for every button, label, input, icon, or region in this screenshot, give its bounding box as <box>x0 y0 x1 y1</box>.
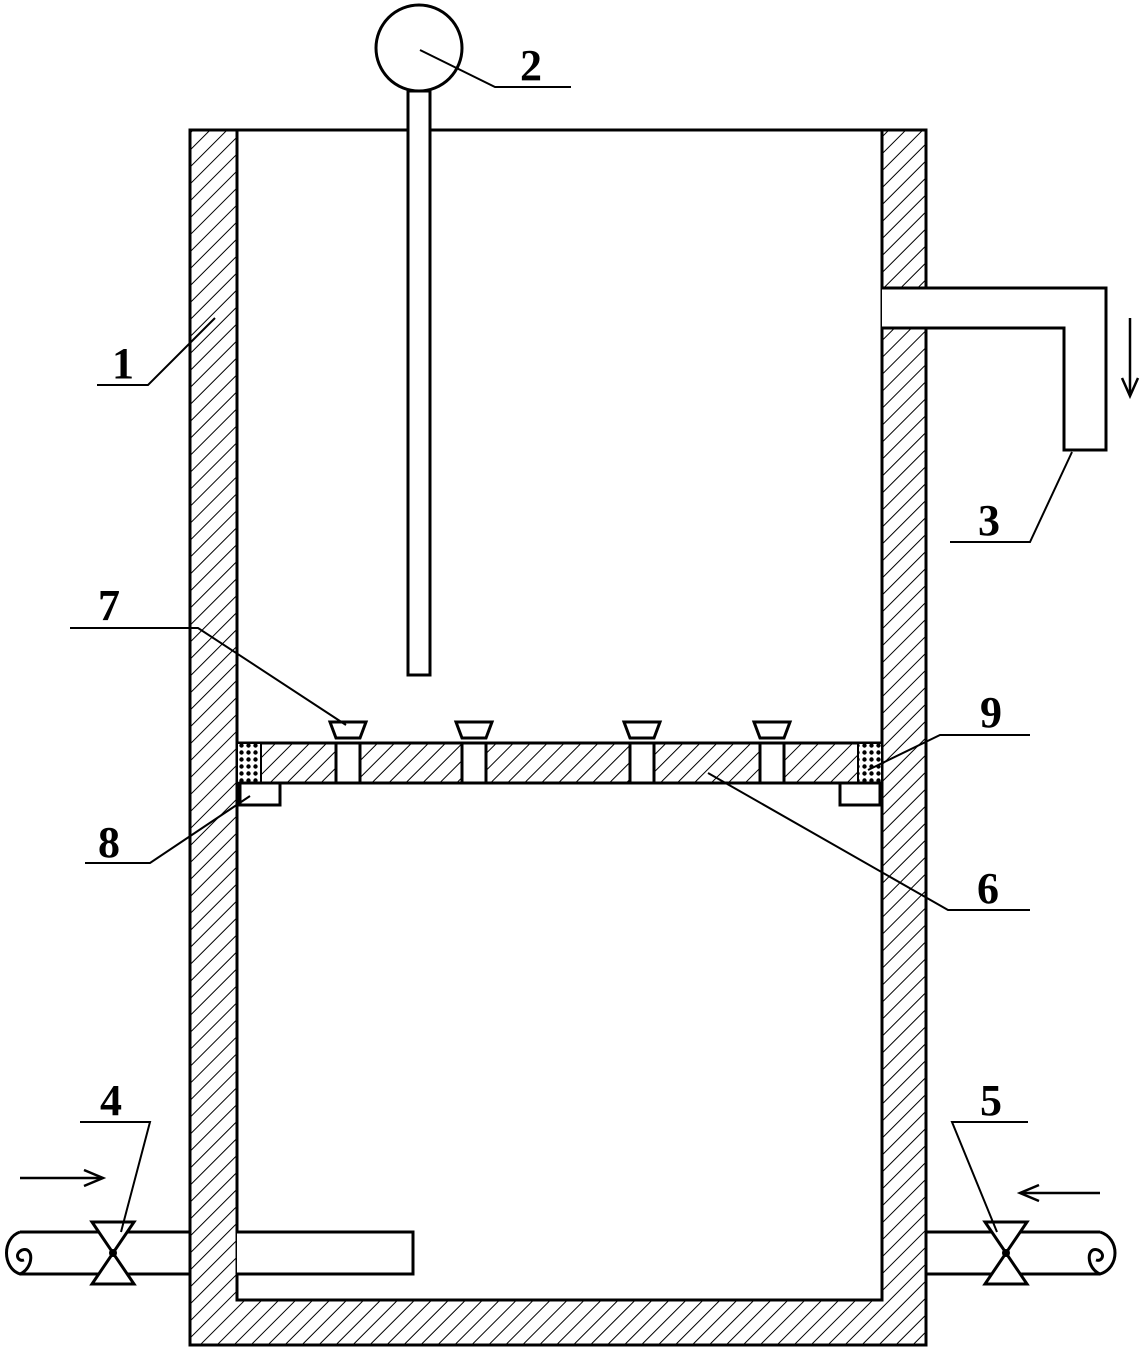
nozzle <box>621 720 663 785</box>
label-inlet-valve-right: 5 <box>980 1076 1002 1125</box>
arrow-down-icon <box>1120 318 1140 400</box>
label-partition-plate: 6 <box>977 864 999 913</box>
seal-ring-right <box>857 742 883 784</box>
label-vessel-wall: 1 <box>112 339 134 388</box>
vessel-wall <box>188 128 928 1347</box>
support-bracket-right <box>838 781 882 807</box>
seal-ring-left <box>236 742 262 784</box>
support-bracket-left <box>238 781 282 807</box>
label-nozzle: 7 <box>98 581 120 630</box>
inner-inlet-pipe <box>237 1230 415 1276</box>
right-inlet-pipe <box>926 1230 1117 1276</box>
label-support-bracket: 8 <box>98 818 120 867</box>
left-inlet-pipe <box>5 1230 190 1276</box>
arrow-right-icon <box>20 1168 107 1188</box>
gauge <box>374 3 464 677</box>
valve-right <box>982 1220 1030 1286</box>
leader-lines <box>70 49 1073 1233</box>
arrow-left-icon <box>1016 1183 1100 1203</box>
valve-left <box>89 1220 137 1286</box>
label-gauge: 2 <box>520 41 542 90</box>
nozzle <box>327 720 369 785</box>
nozzle <box>453 720 495 785</box>
nozzle <box>751 720 793 785</box>
overflow-pipe <box>882 286 1108 452</box>
label-overflow-pipe: 3 <box>978 496 1000 545</box>
label-inlet-valve-left: 4 <box>100 1076 122 1125</box>
label-seal-ring: 9 <box>980 688 1002 737</box>
